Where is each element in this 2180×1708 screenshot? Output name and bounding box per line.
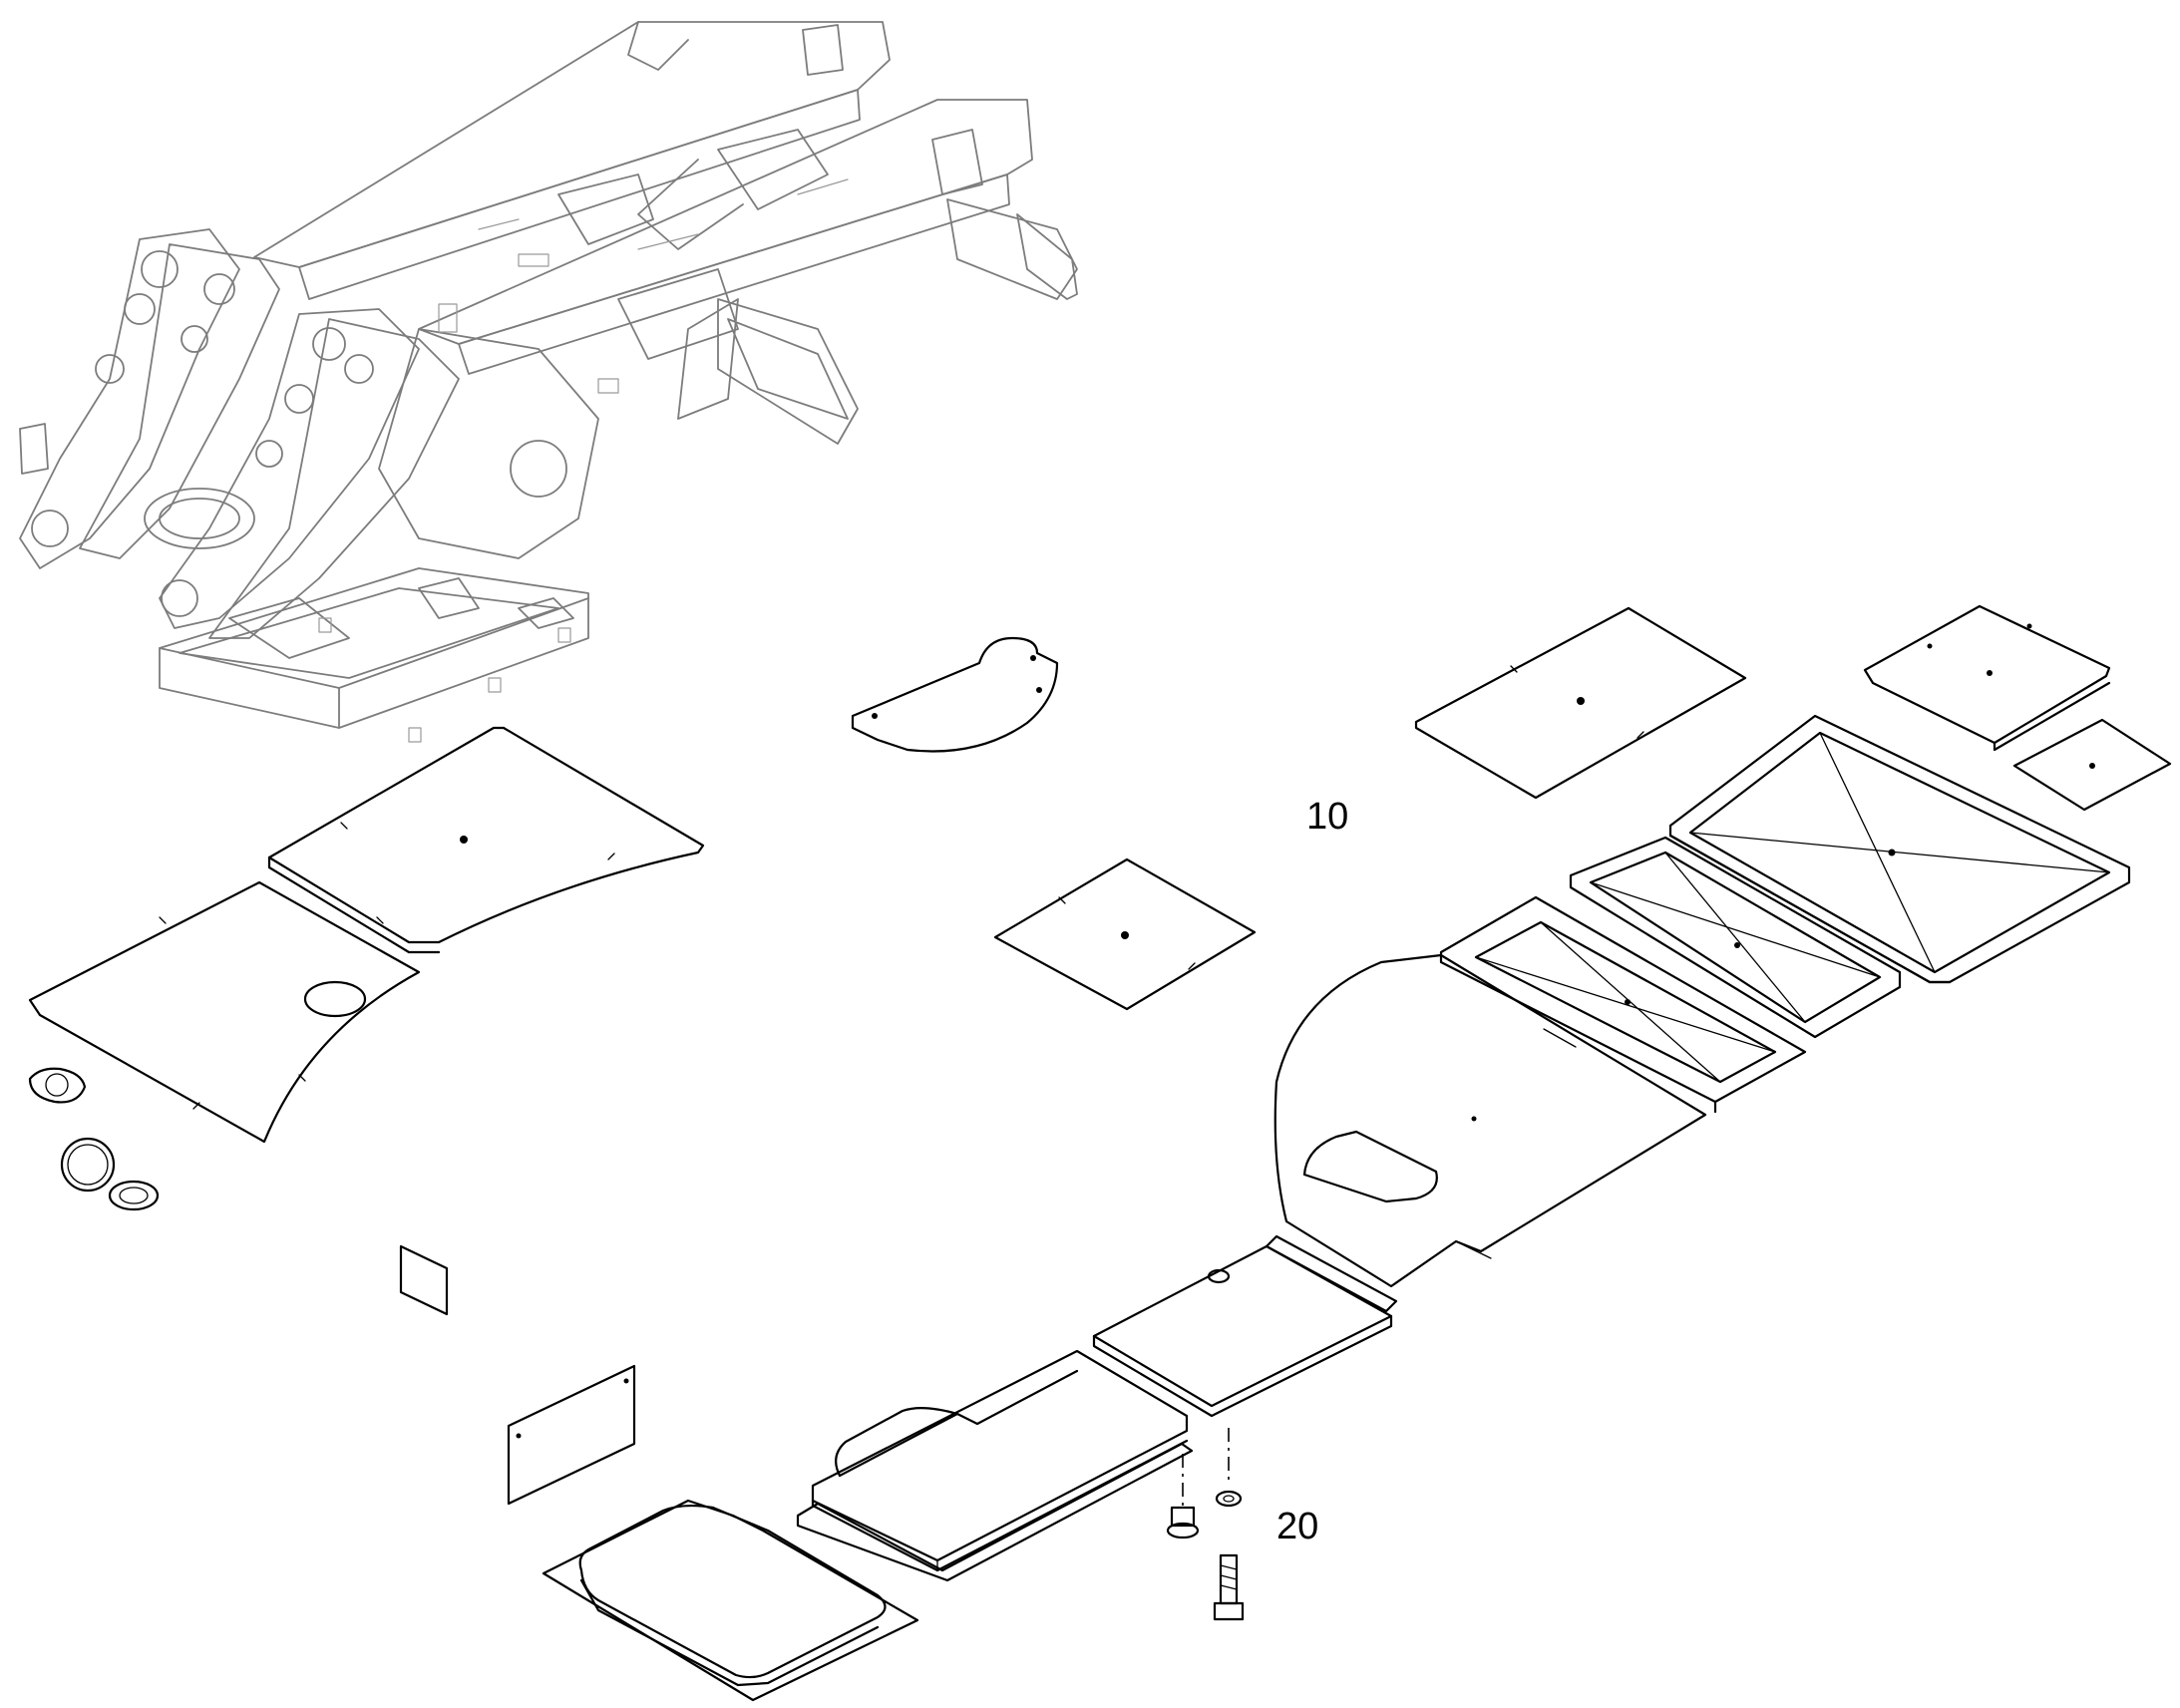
battery-box-cover xyxy=(796,1349,1194,1582)
small-cover-2 xyxy=(60,1137,116,1193)
side-panel xyxy=(507,1364,636,1506)
framed-panel-mid xyxy=(1569,836,1902,1039)
small-cover-3 xyxy=(108,1180,160,1211)
fastener-group xyxy=(1166,1428,1245,1621)
plate-left-upper xyxy=(267,726,705,954)
plate-small-right xyxy=(2012,718,2172,812)
plate-top-right-1 xyxy=(1414,606,1747,800)
framed-panel-large xyxy=(1668,714,2131,984)
rounded-tray xyxy=(542,1499,919,1702)
plate-left-lower xyxy=(28,880,421,1144)
center-square-plate xyxy=(993,857,1257,1011)
washer xyxy=(1215,1490,1243,1508)
callout-20: 20 xyxy=(1276,1506,1319,1547)
callout-10: 10 xyxy=(1306,796,1349,838)
curved-base-plate xyxy=(1273,953,1707,1288)
step-plate xyxy=(1092,1234,1398,1418)
plate-top-right-2 xyxy=(1863,604,2111,752)
bolt xyxy=(1213,1553,1245,1621)
small-square-plate xyxy=(399,1244,449,1316)
flange-nut xyxy=(1166,1506,1200,1539)
main-frame-assembly xyxy=(19,21,1078,743)
small-cover-1 xyxy=(28,1067,87,1104)
keyhole-plate xyxy=(851,636,1059,753)
framed-panel-left xyxy=(1439,895,1807,1114)
